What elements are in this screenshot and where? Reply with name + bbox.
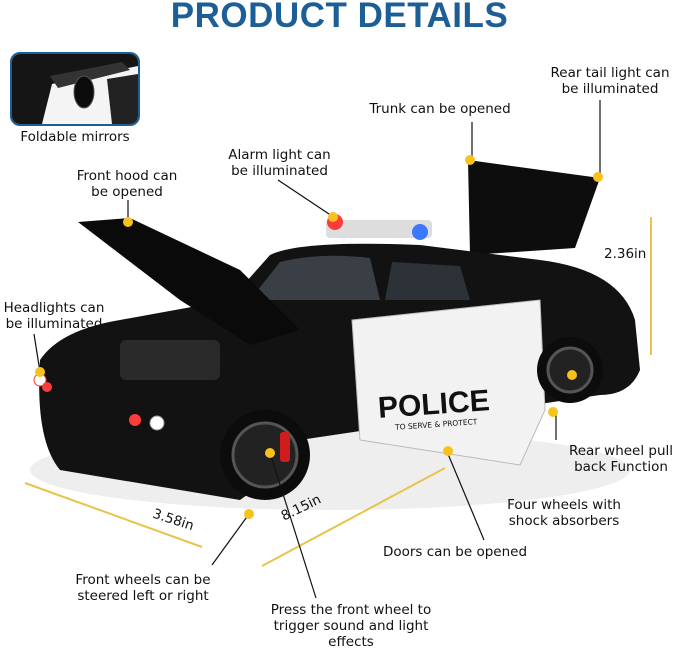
label-rear-wheel: Rear wheel pull back Function	[568, 443, 674, 475]
headlight	[42, 382, 52, 392]
length-dimension-line	[261, 467, 446, 567]
engine	[120, 340, 220, 380]
label-foldable-mirrors: Foldable mirrors	[20, 129, 130, 145]
callout-dot	[244, 509, 254, 519]
callout-line-alarm-light	[277, 179, 333, 217]
label-rear-tail-light: Rear tail light can be illuminated	[550, 65, 670, 97]
page-title: PRODUCT DETAILS	[170, 0, 509, 35]
callout-line-headlights	[33, 333, 41, 373]
callout-dot	[548, 407, 558, 417]
trunk-lid	[468, 160, 600, 255]
callout-line-press-wheel	[269, 452, 317, 599]
hood	[78, 218, 300, 345]
callout-dot	[123, 217, 133, 227]
callout-line-doors	[447, 453, 485, 541]
dimension-height: 2.36in	[604, 246, 647, 262]
callout-dots	[35, 155, 603, 519]
label-doors: Doors can be opened	[382, 544, 528, 560]
label-trunk: Trunk can be opened	[369, 101, 511, 117]
callout-dot	[593, 172, 603, 182]
callout-dot	[35, 367, 45, 377]
label-four-wheels: Four wheels with shock absorbers	[507, 497, 621, 529]
rear-wheel-rim	[546, 346, 594, 394]
label-press-wheel: Press the front wheel to trigger sound a…	[270, 602, 432, 650]
side-window	[385, 262, 470, 300]
blue-alarm-light	[412, 224, 428, 240]
headlight	[129, 414, 141, 426]
callout-line-front-wheels	[211, 513, 250, 566]
light-bar	[326, 220, 432, 238]
callout-dot	[328, 212, 338, 222]
headlight	[149, 415, 165, 431]
label-front-wheels: Front wheels can be steered left or righ…	[75, 572, 211, 604]
width-dimension-line	[24, 482, 203, 548]
mirror-illustration	[12, 54, 138, 124]
mirror-inset-image	[10, 52, 140, 126]
brake-caliper	[280, 432, 290, 462]
callout-dot	[465, 155, 475, 165]
windshield	[250, 255, 380, 300]
callout-dot	[265, 448, 275, 458]
label-alarm-light: Alarm light can be illuminated	[228, 147, 331, 179]
callout-dot	[443, 446, 453, 456]
callout-dot	[567, 370, 577, 380]
label-headlights: Headlights can be illuminated	[3, 300, 105, 332]
police-door	[351, 299, 546, 466]
label-front-hood: Front hood can be opened	[76, 168, 178, 200]
